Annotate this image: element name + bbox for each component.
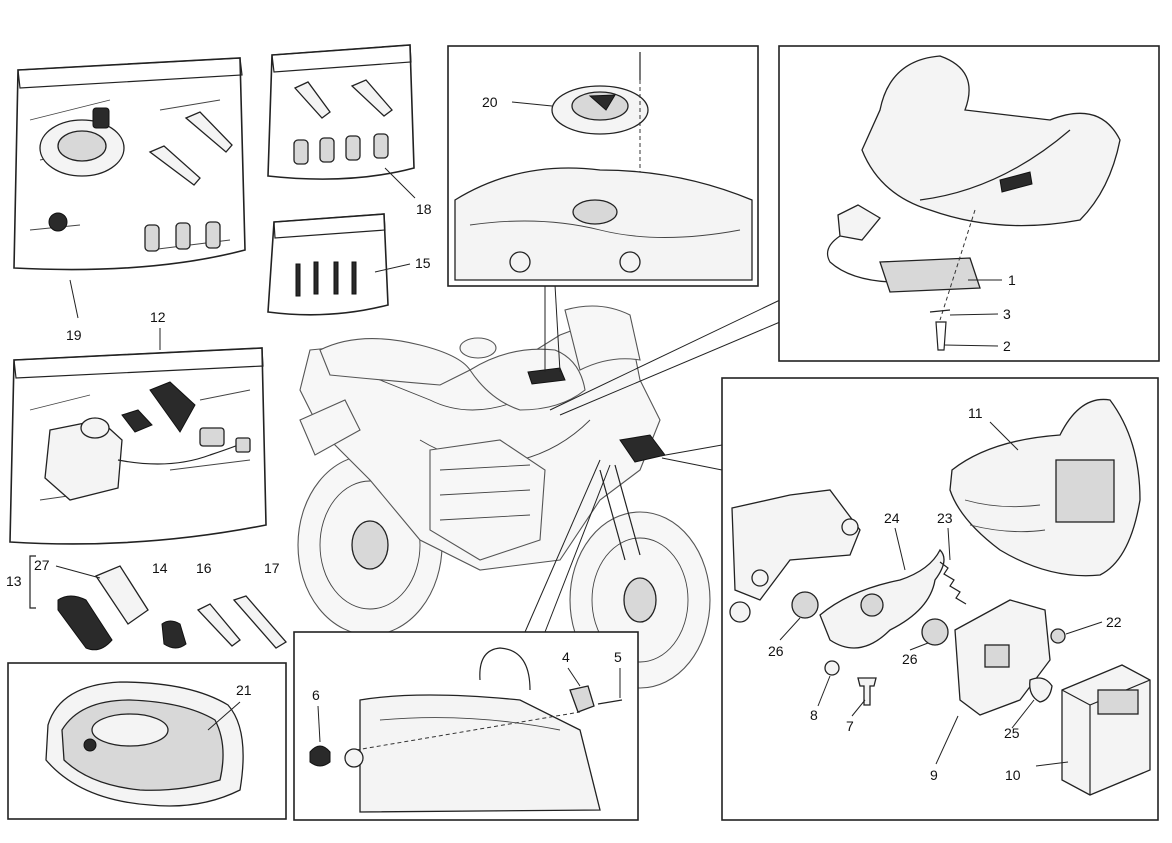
callout-13: 13 xyxy=(6,573,22,589)
callout-11: 11 xyxy=(968,405,983,421)
callout-26a: 26 xyxy=(768,643,784,659)
panel-18-keys-cylinders xyxy=(267,44,415,180)
callout-3: 3 xyxy=(1003,306,1011,322)
callout-18: 18 xyxy=(416,201,432,217)
panel-21-tank-cap-cover xyxy=(7,662,287,820)
callout-20: 20 xyxy=(482,94,498,110)
callout-1: 1 xyxy=(1008,272,1016,288)
callout-16: 16 xyxy=(196,560,212,576)
callout-26b: 26 xyxy=(902,651,918,667)
callout-10: 10 xyxy=(1005,767,1021,783)
callout-17: 17 xyxy=(264,560,280,576)
panel-4-sensor-detail xyxy=(293,631,639,821)
callout-9: 9 xyxy=(930,767,938,783)
callout-8: 8 xyxy=(810,707,818,723)
panel-12-ignition-switch xyxy=(9,347,267,545)
motorcycle-illustration xyxy=(297,305,711,689)
callout-24: 24 xyxy=(884,510,900,526)
panel-1-antenna-fairing xyxy=(778,45,1160,362)
callout-4: 4 xyxy=(562,649,570,665)
callout-23: 23 xyxy=(937,510,953,526)
callout-12: 12 xyxy=(150,309,166,325)
callout-14: 14 xyxy=(152,560,168,576)
panel-19-keyset xyxy=(13,57,246,271)
loose-keys-group xyxy=(29,555,287,651)
callout-22: 22 xyxy=(1106,614,1122,630)
callout-7: 7 xyxy=(846,718,854,734)
panel-11-ecu-assembly xyxy=(721,377,1159,821)
callout-labels: 1 2 3 4 5 6 7 8 9 10 11 12 13 14 15 16 1… xyxy=(6,94,1122,783)
pointer-lines xyxy=(524,284,781,633)
callout-5: 5 xyxy=(614,649,622,665)
callout-25: 25 xyxy=(1004,725,1020,741)
callout-19: 19 xyxy=(66,327,82,343)
callout-2: 2 xyxy=(1003,338,1011,354)
callout-27: 27 xyxy=(34,557,50,573)
callout-6: 6 xyxy=(312,687,320,703)
callout-15: 15 xyxy=(415,255,431,271)
panel-20-fuel-cap xyxy=(447,45,759,287)
panel-15-key-blanks xyxy=(267,213,389,316)
callout-21: 21 xyxy=(236,682,252,698)
